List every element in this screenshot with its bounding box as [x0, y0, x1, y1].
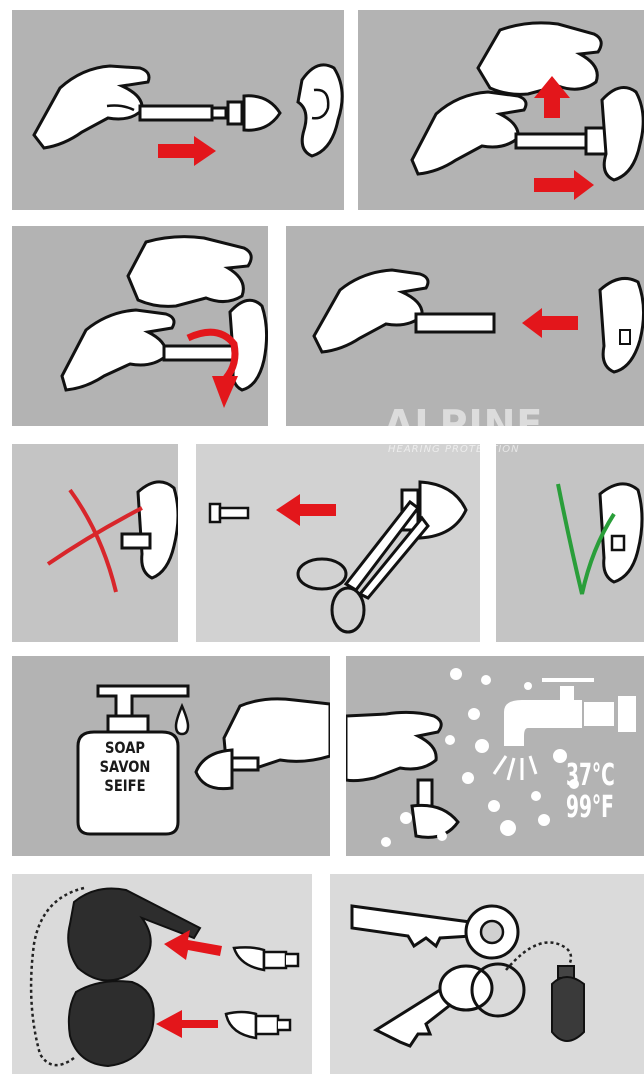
- hand-icon: [346, 712, 441, 780]
- scissors-icon: [298, 502, 428, 632]
- hand-icon: [34, 66, 149, 148]
- hand-icon: [314, 270, 428, 352]
- insertion-tool-icon: [516, 128, 608, 154]
- lower-hand-icon: [62, 310, 174, 390]
- step-remove-tool-panel: [286, 226, 644, 426]
- rinse-water-panel: [346, 656, 644, 856]
- cut-stem-icon: [210, 504, 248, 522]
- step-insert-tool-panel: [12, 10, 344, 210]
- water-temperature: 37°C 99°F: [566, 760, 615, 824]
- insertion-tool-icon: [164, 346, 234, 360]
- ear-with-plug-icon: [600, 278, 644, 372]
- ear-icon: [602, 88, 643, 181]
- step-twist-panel: [12, 226, 268, 426]
- rotate-arrow-icon: [188, 332, 238, 408]
- temperature-celsius: 37°C: [566, 760, 615, 792]
- left-arrow-icon: [522, 308, 578, 338]
- ear-icon: [600, 484, 642, 582]
- earplug-icon: [234, 947, 298, 970]
- soap-label-line1: SOAP: [91, 738, 158, 757]
- carry-case-icon: [68, 889, 200, 1067]
- key-icon: [352, 906, 518, 958]
- trim-stem-panel: [196, 444, 480, 642]
- earplug-icon: [228, 96, 280, 130]
- mini-case-icon: [552, 966, 584, 1041]
- step-grip-ear-panel: [358, 10, 644, 210]
- left-arrow-icon: [156, 1010, 218, 1038]
- lower-hand-icon: [412, 92, 526, 174]
- right-arrow-icon: [158, 136, 216, 166]
- wrong-fit-panel: [12, 444, 178, 642]
- wash-soap-panel: [12, 656, 330, 856]
- insertion-tool-icon: [416, 314, 494, 332]
- left-arrow-icon: [276, 494, 336, 526]
- correct-fit-panel: [496, 444, 644, 642]
- soap-label: SOAP SAVON SEIFE: [91, 738, 158, 795]
- earplug-icon: [226, 1012, 290, 1038]
- ear-icon: [138, 482, 178, 578]
- brand-name: ALPINE: [384, 404, 584, 444]
- storage-case-panel: [12, 874, 312, 1074]
- keychain-panel: [330, 874, 644, 1074]
- upper-hand-icon: [478, 23, 601, 95]
- soap-drop-icon: [176, 706, 188, 734]
- earplug-icon: [412, 780, 458, 837]
- protruding-earplug-icon: [122, 534, 150, 548]
- insertion-tool-icon: [140, 106, 226, 120]
- upper-hand-icon: [128, 237, 251, 307]
- brand-tagline: HEARING PROTECTION: [388, 444, 584, 455]
- brand-watermark: ALPINE HEARING PROTECTION: [384, 404, 584, 464]
- right-arrow-icon: [534, 170, 594, 200]
- soap-label-line2: SAVON: [91, 757, 158, 776]
- temperature-fahrenheit: 99°F: [566, 792, 615, 824]
- soap-label-line3: SEIFE: [91, 776, 158, 795]
- ear-icon: [298, 65, 342, 156]
